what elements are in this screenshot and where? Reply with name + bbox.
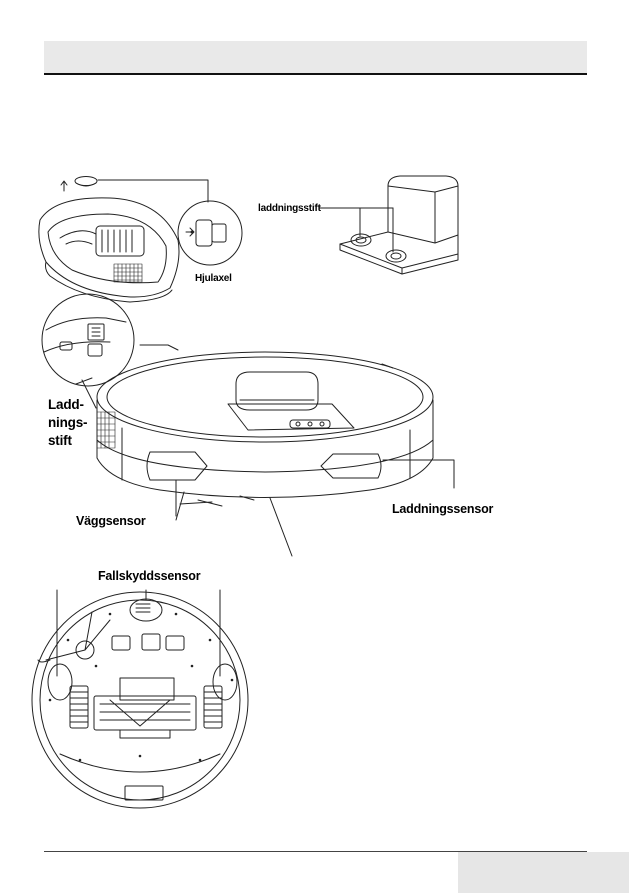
label-vaggsensor: Väggsensor: [76, 514, 146, 528]
footer-band: [458, 852, 629, 893]
charging-dock-figure: [318, 175, 459, 275]
header-divider: [44, 73, 587, 75]
label-laddningssensor: Laddningssensor: [392, 502, 494, 516]
label-ladd-line2: nings-: [48, 415, 88, 430]
label-hjulaxel: Hjulaxel: [195, 273, 232, 284]
footer-divider: [44, 851, 587, 852]
header-band: [44, 41, 587, 73]
label-laddningsstift-robot: Ladd- nings- stift: [48, 396, 87, 450]
main-robot-figure: [41, 293, 455, 557]
underside-robot-figure: [31, 589, 249, 809]
label-fallskyddssensor: Fallskyddssensor: [98, 569, 201, 583]
label-laddningsstift-dock: laddningsstift: [258, 203, 321, 214]
label-ladd-line3: stift: [48, 433, 72, 448]
label-ladd-line1: Ladd-: [48, 397, 84, 412]
wheel-axle-figure: [38, 176, 243, 303]
